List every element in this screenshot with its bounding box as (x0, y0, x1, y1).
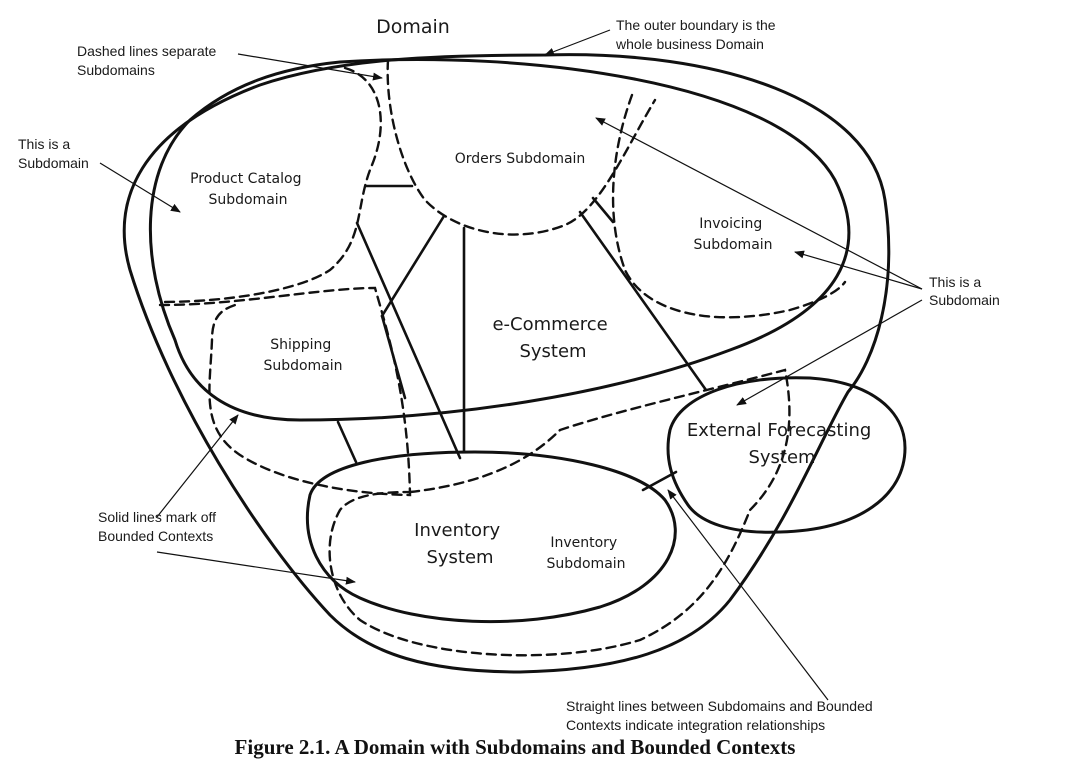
annotation-solid-lines: Solid lines mark off Bounded Contexts (98, 509, 220, 544)
integration-line (336, 420, 358, 464)
annotation-left-subdomain: This is a Subdomain (18, 136, 89, 171)
domain-boundary (122, 53, 891, 674)
annotation-straight-lines: Straight lines between Subdomains and Bo… (566, 698, 877, 733)
pointer-solid-lines-1 (156, 414, 239, 518)
pointer-solid-lines-2 (156, 551, 356, 585)
integration-line (641, 470, 678, 492)
inventory-subdomain-label: Inventory Subdomain (546, 535, 625, 572)
invoicing-label: Invoicing Subdomain (693, 216, 772, 253)
pointer-right-subdomain-3 (736, 299, 923, 406)
orders-label: Orders Subdomain (455, 151, 586, 167)
integration-line (355, 221, 462, 460)
inventory-subdomain-boundary (328, 368, 791, 657)
inventory-context (305, 450, 677, 624)
pointer-outer-boundary (544, 29, 611, 56)
external-forecasting-context (666, 376, 907, 534)
invoicing-subdomain-boundary (611, 93, 847, 319)
figure-caption: Figure 2.1. A Domain with Subdomains and… (234, 735, 796, 759)
integration-line (578, 210, 708, 392)
ecommerce-label: e-Commerce System (492, 314, 613, 362)
annotation-dashed-lines: Dashed lines separate Subdomains (77, 43, 220, 78)
integration-line (380, 214, 446, 318)
pointer-left-subdomain (99, 162, 181, 213)
pointer-straight-lines (667, 489, 829, 701)
annotation-outer-boundary: The outer boundary is the whole business… (615, 17, 779, 52)
external-forecasting-label: External Forecasting System (687, 420, 877, 468)
inventory-system-label: Inventory System (414, 520, 506, 568)
integration-line (591, 196, 615, 224)
pointer-right-subdomain-2 (794, 250, 923, 290)
pointer-right-subdomain-1 (595, 117, 923, 290)
ecommerce-context (148, 58, 851, 422)
pointer-dashed-lines (237, 53, 383, 81)
domain-title: Domain (376, 16, 450, 38)
shipping-subdomain-boundary (158, 286, 412, 497)
shipping-label: Shipping Subdomain (263, 337, 342, 374)
product-catalog-subdomain-boundary (158, 66, 382, 304)
integration-line (380, 314, 407, 400)
product-catalog-label: Product Catalog Subdomain (190, 171, 306, 208)
orders-subdomain-boundary (386, 58, 657, 236)
annotation-right-subdomain: This is a Subdomain (929, 274, 1000, 308)
